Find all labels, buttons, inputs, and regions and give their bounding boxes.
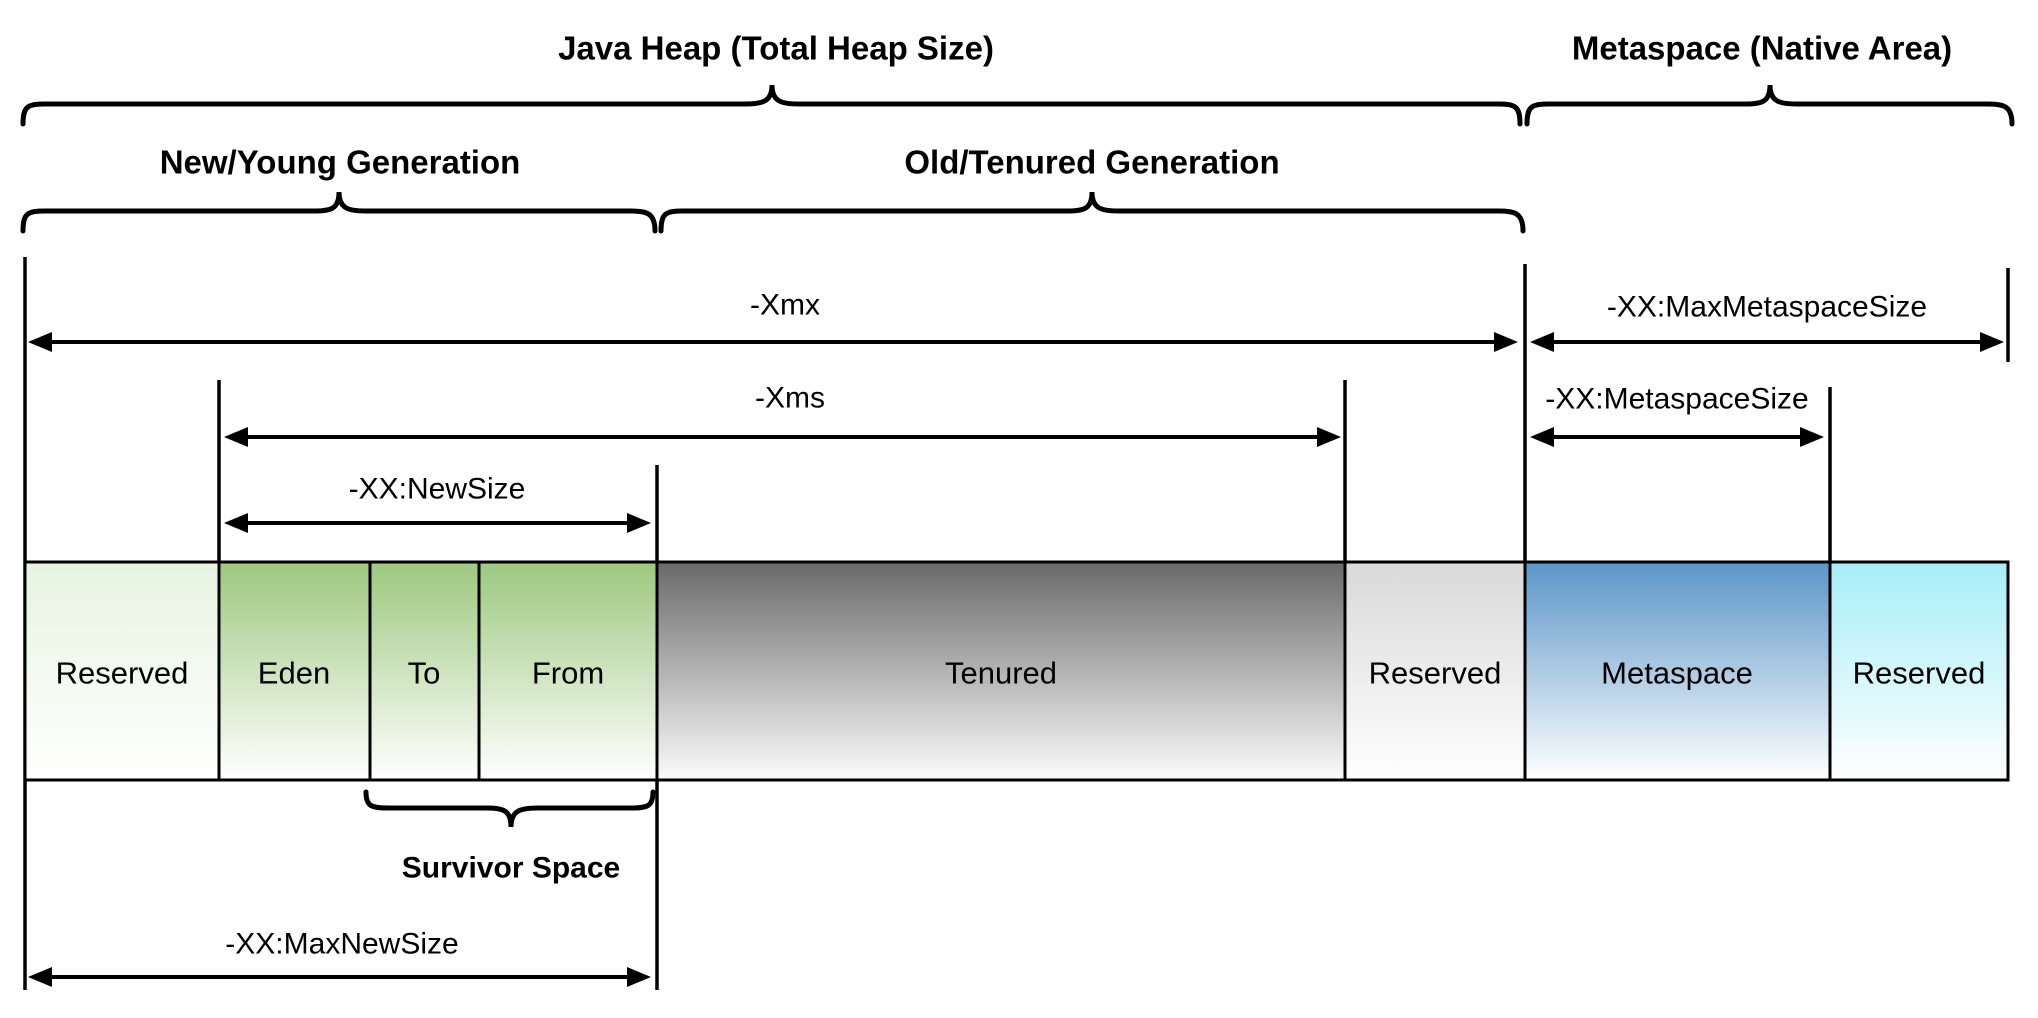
block-from xyxy=(477,560,659,782)
young-generation-brace xyxy=(20,191,658,234)
max-metaspace-size-label: -XX:MaxMetaspaceSize xyxy=(1607,291,1927,324)
memory-blocks: Reserved Eden To From Tenured Reserved M… xyxy=(23,560,2010,782)
block-label-metaspace: Metaspace xyxy=(1601,656,1753,691)
survivor-space-label: Survivor Space xyxy=(402,852,620,885)
block-label-heap-reserved-left: Reserved xyxy=(56,656,189,691)
block-label-from: From xyxy=(532,656,604,691)
block-label-tenured: Tenured xyxy=(945,656,1057,691)
block-heap-reserved-left xyxy=(23,560,221,782)
metaspace-size-arrow xyxy=(1530,427,1824,447)
xmx-arrow xyxy=(28,332,1518,352)
block-eden xyxy=(217,560,372,782)
block-metaspace-reserved xyxy=(1828,560,2010,782)
survivor-space-brace xyxy=(363,789,656,828)
max-metaspace-size-arrow xyxy=(1530,332,2004,352)
metaspace-brace xyxy=(1524,84,2015,127)
block-label-heap-reserved-right: Reserved xyxy=(1369,656,1502,691)
new-size-label: -XX:NewSize xyxy=(349,473,526,506)
max-new-size-label: -XX:MaxNewSize xyxy=(225,928,458,961)
metaspace-title: Metaspace (Native Area) xyxy=(1572,30,1952,67)
xms-arrow xyxy=(224,427,1341,447)
block-label-metaspace-reserved: Reserved xyxy=(1853,656,1986,691)
block-label-to: To xyxy=(408,656,441,691)
max-new-size-arrow xyxy=(28,967,651,987)
old-generation-brace xyxy=(658,191,1526,234)
java-heap-brace xyxy=(20,84,1523,127)
block-tenured xyxy=(655,560,1347,782)
old-generation-label: Old/Tenured Generation xyxy=(904,144,1279,181)
new-size-arrow xyxy=(224,513,651,533)
java-heap-title: Java Heap (Total Heap Size) xyxy=(558,30,994,67)
metaspace-size-label: -XX:MetaspaceSize xyxy=(1545,383,1808,416)
xms-label: -Xms xyxy=(755,382,825,415)
block-heap-reserved-right xyxy=(1343,560,1527,782)
xmx-label: -Xmx xyxy=(750,289,820,322)
block-metaspace xyxy=(1523,560,1832,782)
block-label-eden: Eden xyxy=(258,656,330,691)
block-to xyxy=(368,560,481,782)
young-generation-label: New/Young Generation xyxy=(160,144,521,181)
